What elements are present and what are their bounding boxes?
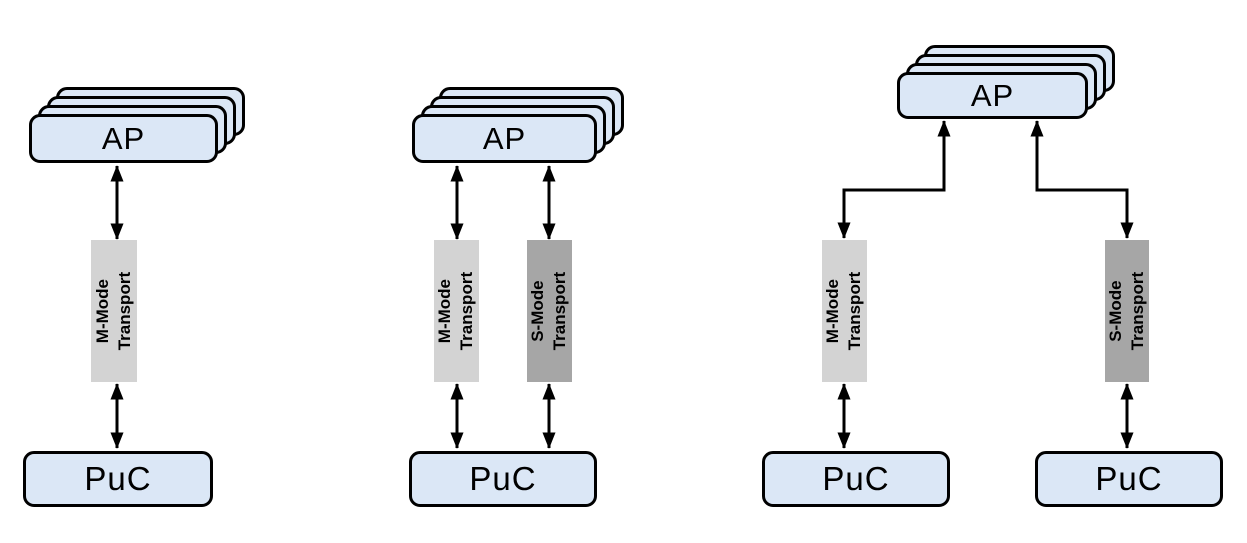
ap-node: AP (29, 114, 218, 163)
puc-node: PuC (409, 451, 597, 507)
bent-arrow-ap-smode-3 (1030, 120, 1134, 239)
puc-node-left: PuC (762, 451, 950, 507)
m-mode-transport-label: M-Mode Transport (435, 271, 477, 351)
puc-label: PuC (1095, 460, 1163, 497)
puc-node: PuC (23, 451, 213, 507)
ap-node: AP (897, 72, 1088, 119)
puc-label: PuC (84, 460, 152, 497)
s-mode-transport-label: S-Mode Transport (1105, 271, 1147, 351)
m-mode-transport-box: M-Mode Transport (91, 240, 137, 382)
ap-label: AP (101, 120, 146, 156)
puc-node-right: PuC (1035, 451, 1223, 507)
m-mode-transport-label: M-Mode Transport (92, 271, 134, 351)
puc-label: PuC (469, 460, 537, 497)
m-mode-transport-label: M-Mode Transport (823, 271, 865, 351)
m-mode-transport-box: M-Mode Transport (822, 240, 867, 382)
ap-label: AP (482, 120, 527, 156)
m-mode-transport-box: M-Mode Transport (434, 240, 479, 382)
s-mode-transport-box: S-Mode Transport (527, 240, 572, 382)
s-mode-transport-box: S-Mode Transport (1105, 240, 1149, 382)
ap-node: AP (412, 114, 597, 163)
puc-label: PuC (822, 460, 890, 497)
s-mode-transport-label: S-Mode Transport (528, 271, 570, 351)
bent-arrow-ap-mmode-3 (837, 120, 951, 239)
ap-label: AP (970, 77, 1015, 113)
